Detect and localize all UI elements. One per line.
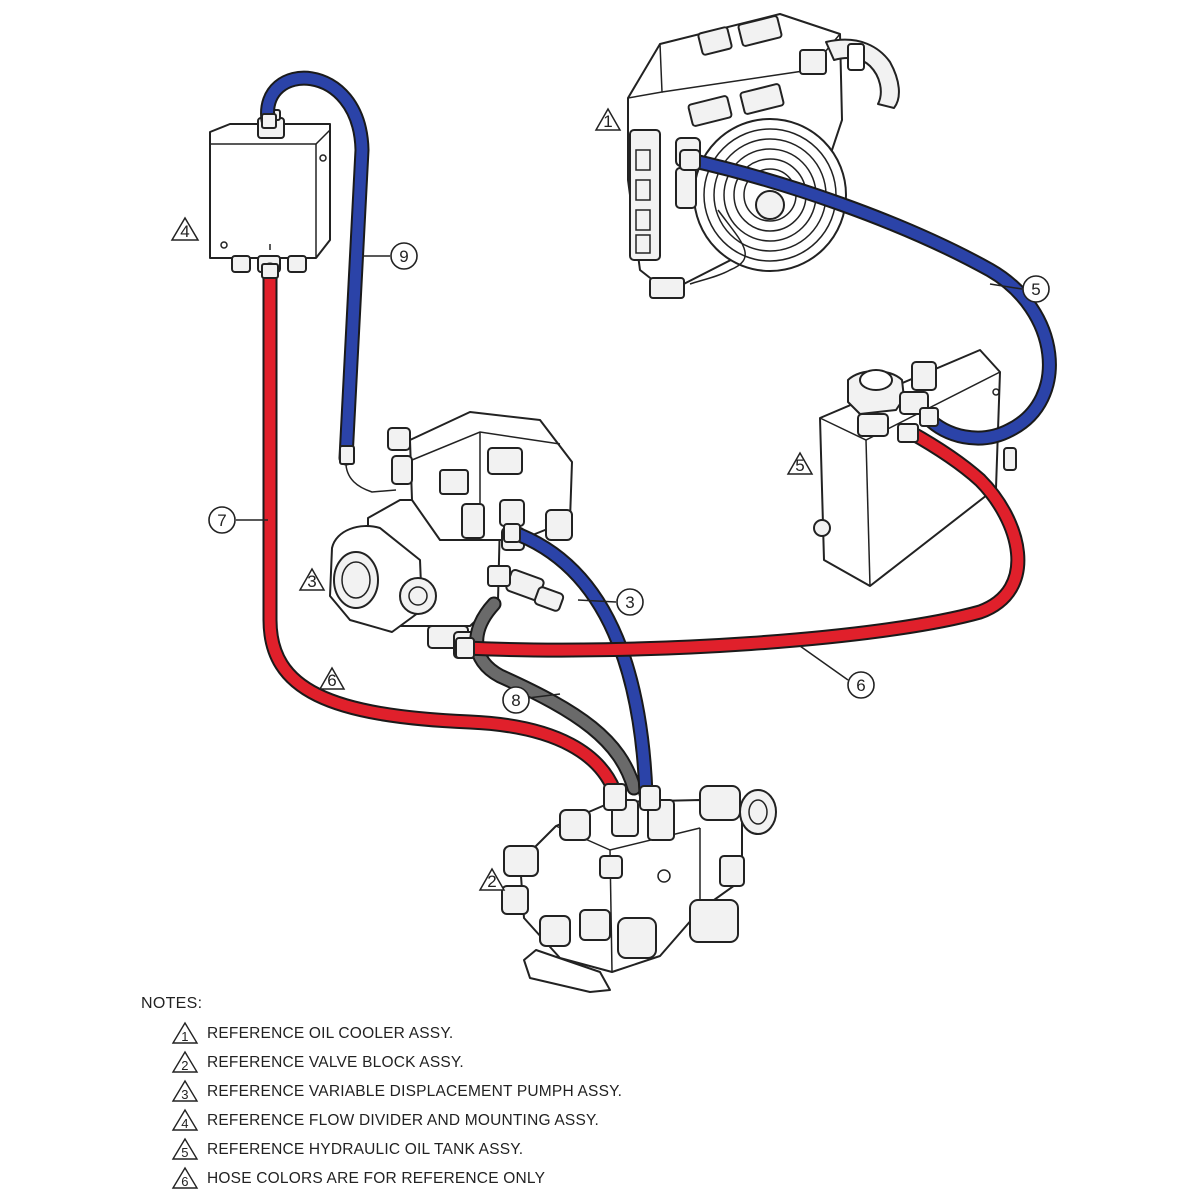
note-text: REFERENCE HYDRAULIC OIL TANK ASSY. — [207, 1141, 524, 1158]
hose-9-blue — [262, 72, 368, 464]
callout-5: 5 — [1022, 275, 1050, 303]
ref-triangle-3: 3 — [298, 567, 326, 591]
ref-triangle-5: 5 — [786, 451, 814, 475]
callout-7: 7 — [208, 506, 236, 534]
callout-6: 6 — [847, 671, 875, 699]
ref-triangle-2: 2 — [478, 867, 506, 891]
notes-title: NOTES: — [141, 995, 203, 1012]
svg-text:3: 3 — [181, 1087, 188, 1102]
note-item: 3 REFERENCE VARIABLE DISPLACEMENT PUMPH … — [141, 1077, 841, 1106]
note-text: HOSE COLORS ARE FOR REFERENCE ONLY — [207, 1170, 546, 1187]
reference-triangle-icon: 6 — [171, 1166, 199, 1190]
reference-triangle-icon: 3 — [171, 1079, 199, 1103]
svg-text:8: 8 — [511, 691, 520, 710]
hose-fittings — [261, 113, 939, 811]
callout-3: 3 — [616, 588, 644, 616]
ref-triangle-6: 6 — [318, 666, 346, 690]
ref-triangle-4: 4 — [170, 216, 200, 241]
reference-triangle-icon: 1 — [171, 1021, 199, 1045]
svg-text:5: 5 — [181, 1145, 188, 1160]
callout-9: 9 — [390, 242, 418, 270]
svg-text:1: 1 — [181, 1029, 188, 1044]
svg-text:3: 3 — [307, 572, 316, 591]
hose-5-blue — [684, 154, 1055, 444]
note-item: 1 REFERENCE OIL COOLER ASSY. — [141, 1019, 841, 1048]
ref-triangle-1: 1 — [594, 107, 622, 131]
svg-text:2: 2 — [487, 872, 496, 891]
reference-triangle-icon: 2 — [171, 1050, 199, 1074]
svg-text:4: 4 — [181, 1116, 188, 1131]
note-text: REFERENCE FLOW DIVIDER AND MOUNTING ASSY… — [207, 1112, 600, 1129]
note-text: REFERENCE VARIABLE DISPLACEMENT PUMPH AS… — [207, 1083, 623, 1100]
svg-text:2: 2 — [181, 1058, 188, 1073]
svg-text:6: 6 — [181, 1174, 188, 1189]
svg-text:9: 9 — [399, 247, 408, 266]
note-text: REFERENCE OIL COOLER ASSY. — [207, 1025, 454, 1042]
svg-text:5: 5 — [795, 456, 804, 475]
svg-text:4: 4 — [180, 222, 189, 241]
flow-divider — [209, 109, 331, 273]
valve-block — [501, 785, 777, 993]
hose-8-grey — [471, 598, 640, 794]
note-item: 2 REFERENCE VALVE BLOCK ASSY. — [141, 1048, 841, 1077]
svg-text:7: 7 — [217, 511, 226, 530]
oil-cooler — [627, 13, 900, 299]
note-item: 4 REFERENCE FLOW DIVIDER AND MOUNTING AS… — [141, 1106, 841, 1135]
svg-text:3: 3 — [625, 593, 634, 612]
hose-6-red — [460, 426, 1024, 656]
note-item: 6 HOSE COLORS ARE FOR REFERENCE ONLY — [141, 1164, 841, 1193]
hose-7-6-red — [264, 264, 620, 796]
svg-text:6: 6 — [856, 676, 865, 695]
reference-triangle-icon: 5 — [171, 1137, 199, 1161]
hoses — [260, 70, 1057, 802]
variable-displacement-pump — [329, 411, 573, 659]
svg-text:6: 6 — [327, 671, 336, 690]
note-item: 5 REFERENCE HYDRAULIC OIL TANK ASSY. — [141, 1135, 841, 1164]
hose-3-blue — [506, 526, 652, 800]
note-text: REFERENCE VALVE BLOCK ASSY. — [207, 1054, 464, 1071]
svg-text:5: 5 — [1031, 280, 1040, 299]
callout-leaders — [236, 255, 1023, 699]
svg-text:1: 1 — [603, 112, 612, 131]
callout-8: 8 — [502, 686, 530, 714]
notes-section: NOTES: 1 REFERENCE OIL COOLER ASSY. 2 RE… — [141, 995, 841, 1193]
hydraulic-oil-tank — [813, 349, 1017, 587]
reference-triangle-icon: 4 — [171, 1108, 199, 1132]
